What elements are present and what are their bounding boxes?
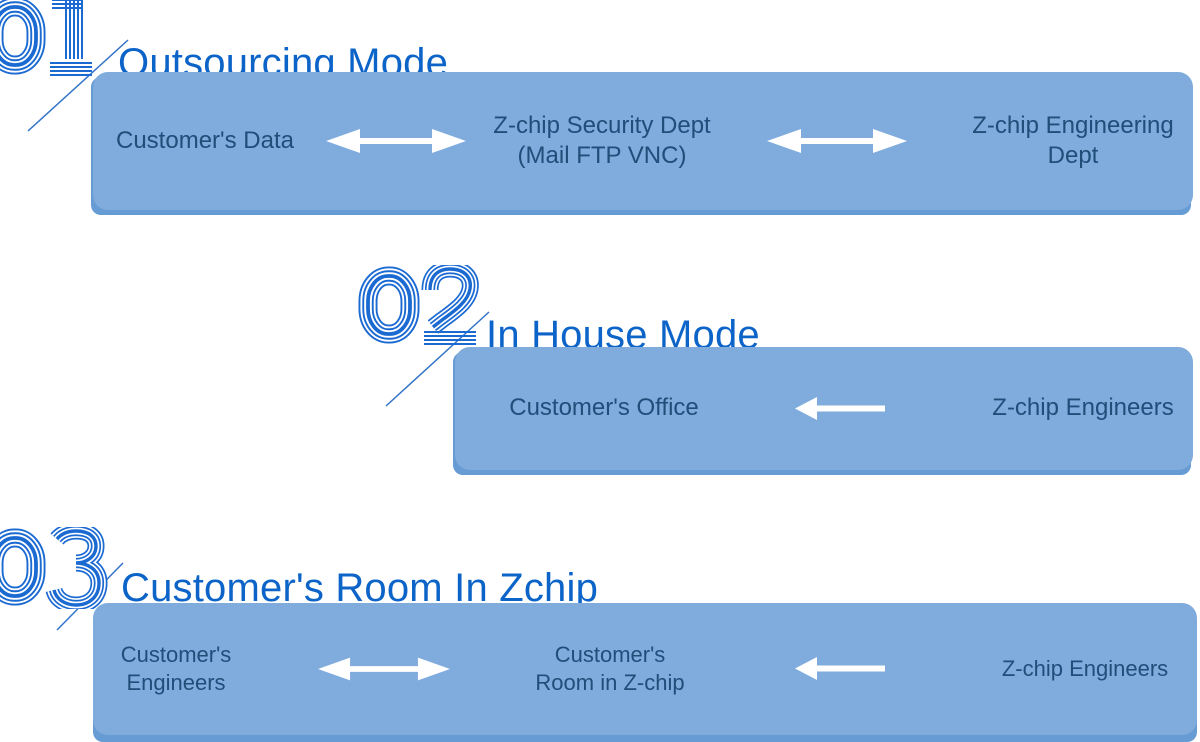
node-label-line2: (Mail FTP VNC) <box>517 142 687 169</box>
node-label-line1: Z-chip Engineering <box>972 111 1174 139</box>
node-zchip-engineers: Z-chip Engineers <box>963 347 1200 470</box>
node-customers-room: Customer's Room in Z-chip <box>510 603 710 735</box>
left-arrow-icon <box>795 397 885 420</box>
section-03-title: Customer's Room In Zchip <box>121 566 599 611</box>
node-label-line1: Customer's Office <box>509 394 699 422</box>
section-02-banner: Customer's Office Z-chip Engineers <box>453 347 1193 475</box>
node-label-line1: Z-chip Engineers <box>992 394 1174 422</box>
double-arrow-icon <box>318 656 450 682</box>
banner-surface: Customer's Engineers Customer's Room in … <box>93 603 1197 735</box>
node-label-line1: Customer's <box>554 642 666 668</box>
node-customers-engineers: Customer's Engineers <box>96 603 256 735</box>
node-label-line2: Dept <box>1047 142 1099 169</box>
section-03-banner: Customer's Engineers Customer's Room in … <box>93 603 1197 742</box>
double-arrow-icon <box>326 128 466 154</box>
double-arrow-icon <box>767 128 907 154</box>
node-label-line1: Customer's Data <box>116 126 294 154</box>
node-label-line1: Customer's <box>120 642 232 668</box>
left-arrow-icon <box>795 657 885 680</box>
section-number-01 <box>0 0 92 76</box>
section-number-03 <box>0 527 112 609</box>
banner-surface: Customer's Data Z-chip Security Dept (Ma… <box>93 72 1193 210</box>
node-label-line1: Z-chip Engineers <box>1001 656 1169 682</box>
node-security-dept: Z-chip Security Dept (Mail FTP VNC) <box>482 72 722 210</box>
node-label-line2: Engineers <box>126 670 226 695</box>
node-zchip-engineers: Z-chip Engineers <box>985 603 1185 735</box>
node-engineering-dept: Z-chip Engineering Dept <box>953 72 1193 210</box>
section-number-02 <box>356 265 486 345</box>
node-customers-data: Customer's Data <box>93 72 317 210</box>
node-customers-office: Customer's Office <box>484 347 724 470</box>
node-label-line2: Room in Z-chip <box>535 670 685 695</box>
node-label-line1: Z-chip Security Dept <box>493 111 711 139</box>
section-01-banner: Customer's Data Z-chip Security Dept (Ma… <box>91 72 1193 215</box>
banner-surface: Customer's Office Z-chip Engineers <box>455 347 1193 470</box>
